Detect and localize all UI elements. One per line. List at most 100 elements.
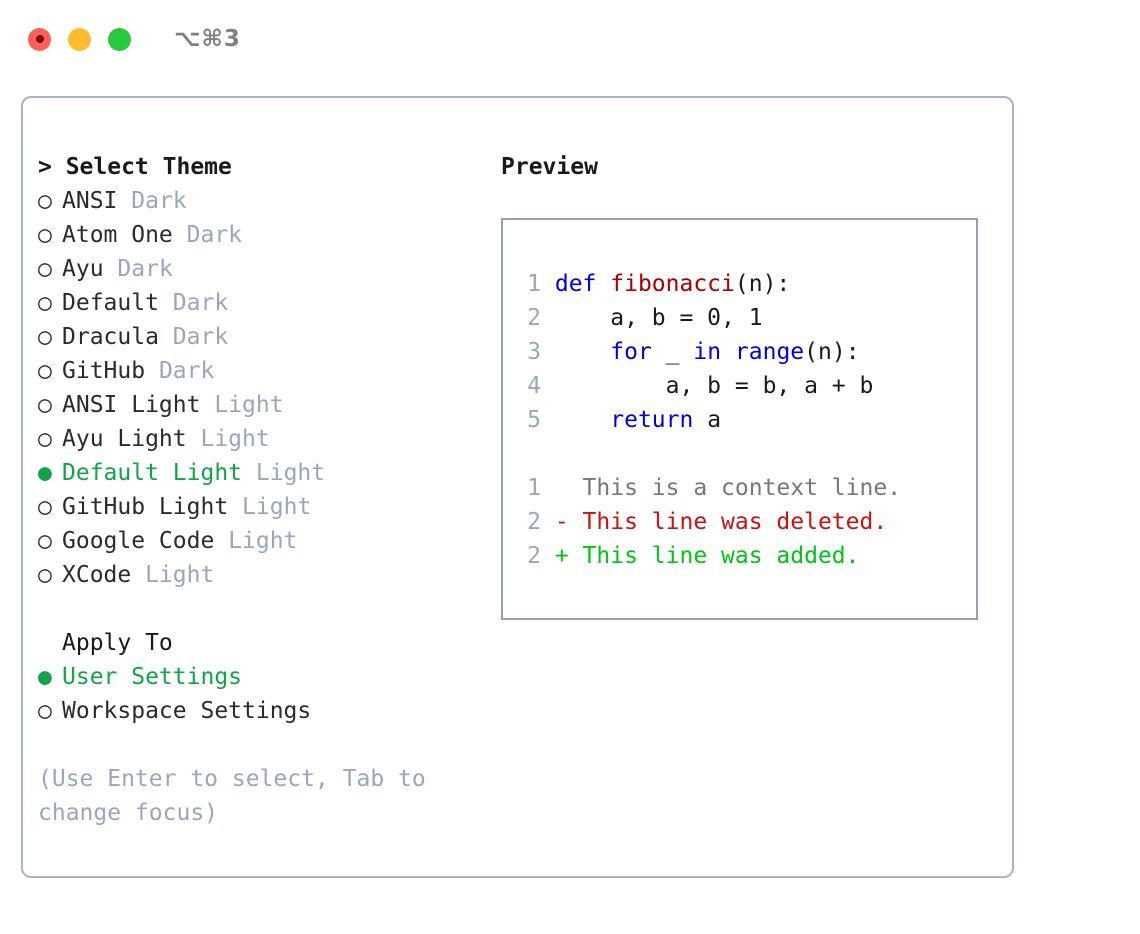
theme-option-label: GitHub Light xyxy=(62,494,229,520)
line-number: 5 xyxy=(527,407,541,433)
line-number: 3 xyxy=(527,339,541,365)
gutter-gap xyxy=(541,509,555,535)
code-line: 1 def fibonacci(n): xyxy=(517,267,901,301)
theme-option-tag: Dark xyxy=(131,188,187,214)
gutter-gap xyxy=(541,339,555,365)
code-token xyxy=(555,339,610,365)
code-line: 2 a, b = 0, 1 xyxy=(517,301,901,335)
keyboard-hint: (Use Enter to select, Tab to change focu… xyxy=(38,766,426,826)
window-controls xyxy=(28,27,131,51)
code-token: a, b = 0, 1 xyxy=(554,305,763,331)
theme-option-tag: Light xyxy=(228,528,298,554)
apply-to-list[interactable]: ● User Settings ○ Workspace Settings xyxy=(38,660,488,728)
minimize-button[interactable] xyxy=(68,27,91,51)
code-token: def xyxy=(554,271,611,297)
gutter-gap xyxy=(541,407,555,433)
code-line: 3 for _ in range(n): xyxy=(517,335,901,369)
theme-option-tag: Light xyxy=(255,460,326,486)
apply-to-heading: Apply To xyxy=(62,630,173,656)
theme-option-google-code[interactable]: ○ Google Code Light xyxy=(38,524,488,558)
radio-unselected-icon: ○ xyxy=(38,324,52,350)
label-gap xyxy=(104,256,118,282)
theme-option-label: Dracula xyxy=(62,324,159,350)
apply-to-option-label: User Settings xyxy=(62,664,243,690)
theme-option-label: Default Light xyxy=(62,460,243,486)
label-gap xyxy=(145,358,159,384)
keyboard-shortcut-label: ⌥⌘3 xyxy=(174,26,241,52)
diff-text: - This line was deleted. xyxy=(554,509,888,535)
gutter-gap xyxy=(541,305,555,331)
label-gap xyxy=(173,222,187,248)
code-token xyxy=(555,407,610,433)
theme-option-label: Ayu Light xyxy=(62,426,187,452)
radio-unselected-icon: ○ xyxy=(38,698,52,724)
line-number: 2 xyxy=(527,543,541,569)
theme-list[interactable]: ○ANSI Dark○Atom One Dark○Ayu Dark○Defaul… xyxy=(38,184,488,592)
theme-option-tag: Dark xyxy=(172,324,229,350)
gutter-gap xyxy=(541,475,555,501)
theme-option-default-light[interactable]: ● Default Light Light xyxy=(38,456,488,490)
theme-option-default[interactable]: ○Default Dark xyxy=(38,286,488,320)
label-gap xyxy=(117,188,131,214)
code-token: _ xyxy=(651,339,694,365)
theme-option-tag: Light xyxy=(242,494,312,520)
theme-option-label: XCode xyxy=(62,562,132,588)
code-token xyxy=(721,339,735,365)
theme-option-ayu-light[interactable]: ○ Ayu Light Light xyxy=(38,422,488,456)
theme-option-tag: Dark xyxy=(158,358,215,384)
line-number: 4 xyxy=(527,373,541,399)
theme-option-ayu[interactable]: ○Ayu Dark xyxy=(38,252,488,286)
theme-option-tag: Light xyxy=(145,562,215,588)
title-bar: ⌥⌘3 xyxy=(0,0,1140,78)
radio-unselected-icon: ○ xyxy=(38,426,52,452)
code-token: a xyxy=(693,407,722,433)
radio-unselected-icon: ○ xyxy=(38,528,52,554)
apply-to-option-user-settings[interactable]: ● User Settings xyxy=(38,660,488,694)
maximize-button[interactable] xyxy=(108,27,131,51)
radio-selected-icon: ● xyxy=(38,460,52,486)
theme-option-tag: Dark xyxy=(172,290,229,316)
code-token: range xyxy=(734,339,805,365)
code-token: in xyxy=(693,339,722,365)
apply-to-option-label: Workspace Settings xyxy=(62,698,312,724)
radio-unselected-icon: ○ xyxy=(38,562,52,588)
theme-option-label: Default xyxy=(62,290,159,316)
radio-selected-icon: ● xyxy=(38,664,52,690)
line-number: 1 xyxy=(527,271,541,297)
radio-unselected-icon: ○ xyxy=(38,392,52,418)
theme-option-label: Ayu xyxy=(62,256,104,282)
code-token: fibonacci xyxy=(610,271,735,297)
apply-to-option-workspace-settings[interactable]: ○ Workspace Settings xyxy=(38,694,488,728)
theme-option-tag: Light xyxy=(200,426,270,452)
list-spacer xyxy=(38,592,488,626)
theme-option-xcode[interactable]: ○ XCode Light xyxy=(38,558,488,592)
theme-option-github[interactable]: ○GitHub Dark xyxy=(38,354,488,388)
theme-option-label: Google Code xyxy=(62,528,215,554)
code-token: (n): xyxy=(734,271,791,297)
code-line: 4 a, b = b, a + b xyxy=(517,369,901,403)
code-token: (n): xyxy=(804,339,860,365)
theme-option-github-light[interactable]: ○ GitHub Light Light xyxy=(38,490,488,524)
theme-option-ansi-light[interactable]: ○ANSI Light Light xyxy=(38,388,488,422)
close-button[interactable] xyxy=(28,27,51,51)
diff-line-ctx: 1 This is a context line. xyxy=(517,471,901,505)
theme-list-column: > Select Theme ○ANSI Dark○Atom One Dark○… xyxy=(38,150,488,830)
theme-option-tag: Dark xyxy=(186,222,243,248)
theme-option-dracula[interactable]: ○ Dracula Dark xyxy=(38,320,488,354)
code-token: return xyxy=(610,407,694,433)
diff-text: + This line was added. xyxy=(554,543,860,569)
line-number: 1 xyxy=(527,475,541,501)
label-gap xyxy=(242,460,256,486)
radio-unselected-icon: ○ xyxy=(38,494,52,520)
label-gap xyxy=(214,528,228,554)
theme-option-ansi[interactable]: ○ANSI Dark xyxy=(38,184,488,218)
theme-option-label: ANSI Light xyxy=(62,392,201,418)
code-blank-line xyxy=(517,437,901,471)
code-token: a, b = b, a + b xyxy=(554,373,874,399)
radio-unselected-icon: ○ xyxy=(38,358,52,384)
theme-option-atom-one[interactable]: ○Atom One Dark xyxy=(38,218,488,252)
label-gap xyxy=(159,324,173,350)
theme-option-label: Atom One xyxy=(62,222,173,248)
